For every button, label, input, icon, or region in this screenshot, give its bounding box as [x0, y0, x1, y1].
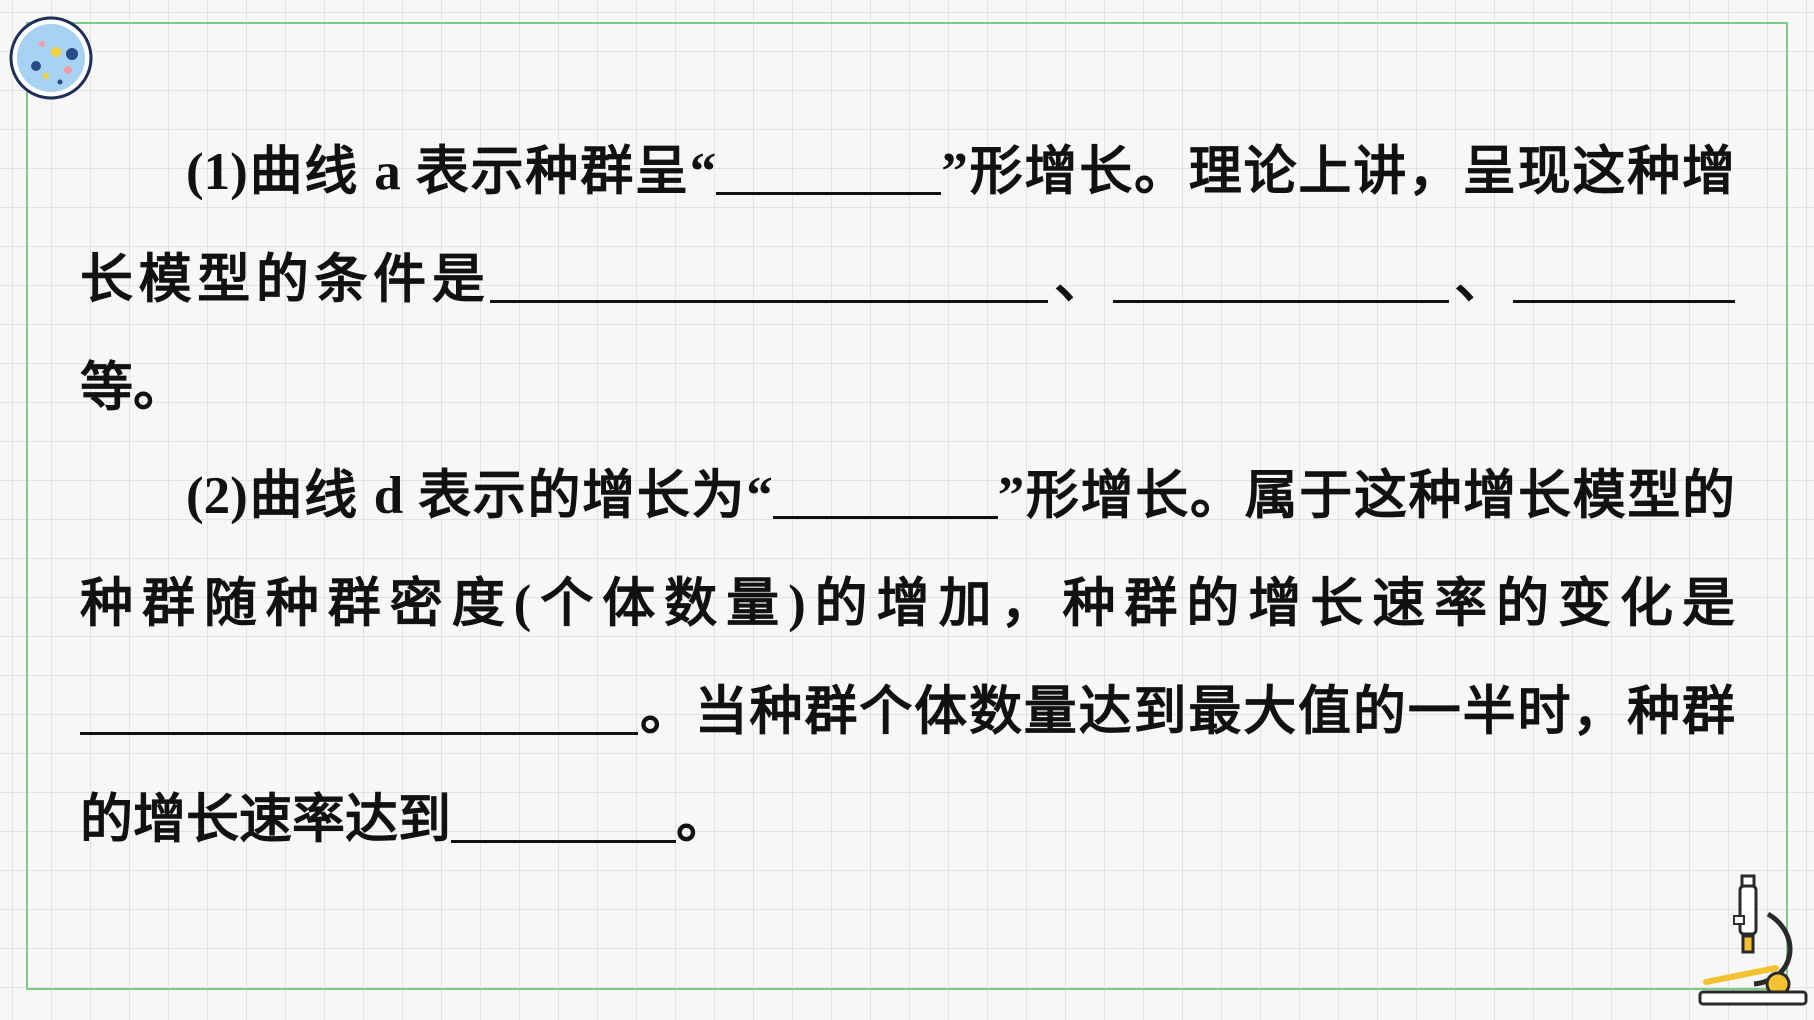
- blank-rate-change[interactable]: [80, 672, 638, 735]
- question-part-2: (2)曲线 d 表示的增长为“”形增长。属于这种增长模型的种群随种群密度(个体数…: [80, 442, 1735, 874]
- content-frame: [26, 22, 1788, 990]
- blank-condition-2[interactable]: [1112, 240, 1449, 303]
- question-text: (1)曲线 a 表示种群呈“”形增长。理论上讲，呈现这种增长模型的条件是、 、等。…: [80, 118, 1736, 874]
- part2-text-a: (2)曲线 d 表示的增长为“: [186, 467, 773, 525]
- microscope-icon: [1698, 874, 1808, 1006]
- blank-growth-type-2[interactable]: [772, 456, 998, 519]
- blank-max-rate[interactable]: [451, 780, 676, 843]
- blank-growth-type-1[interactable]: [716, 132, 942, 195]
- petri-dish-icon: [9, 16, 93, 100]
- part1-text-b: ”形增长。理论上讲，呈现这种增长模型的条件是: [80, 143, 1735, 309]
- part1-separator-2: 、: [1448, 251, 1514, 309]
- part1-text-c: 等。: [80, 359, 186, 417]
- part1-separator-1: 、: [1048, 251, 1113, 309]
- part2-text-c: 。当种群个体数量达到最大值的一半时，种群的增长速率达到: [80, 683, 1735, 849]
- blank-condition-1[interactable]: [490, 240, 1049, 303]
- part1-text-a: (1)曲线 a 表示种群呈“: [186, 143, 717, 201]
- part2-text-d: 。: [676, 791, 729, 849]
- question-part-1: (1)曲线 a 表示种群呈“”形增长。理论上讲，呈现这种增长模型的条件是、 、等。: [80, 118, 1736, 442]
- blank-condition-3[interactable]: [1513, 240, 1736, 303]
- part2-text-b: ”形增长。属于这种增长模型的种群随种群密度(个体数量)的增加，种群的增长速率的变…: [80, 467, 1736, 633]
